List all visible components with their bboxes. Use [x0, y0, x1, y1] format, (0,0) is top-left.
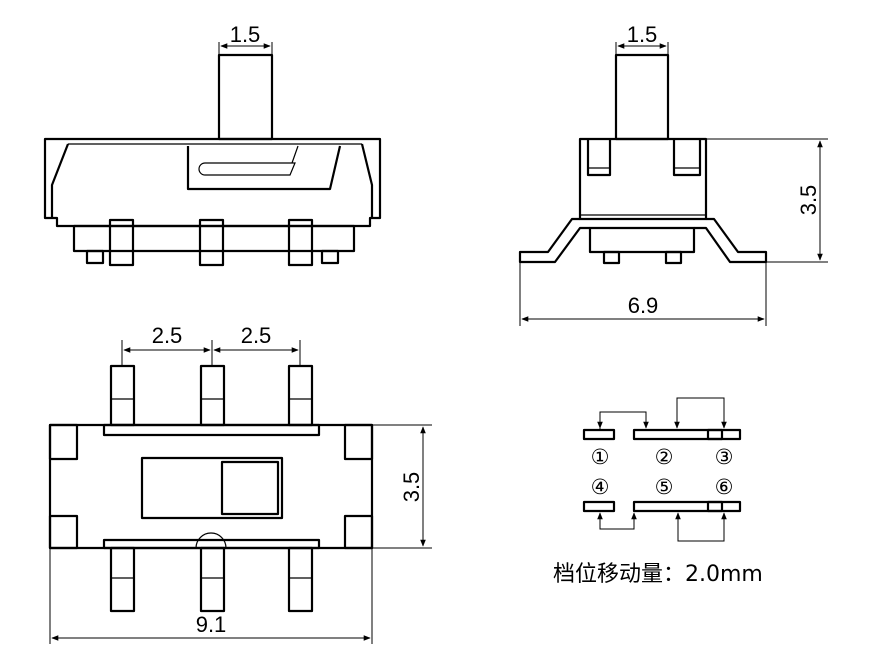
terminal-2-label: ② [655, 445, 674, 469]
front-view: 1.5 [43, 22, 382, 267]
top-height-label: 3.5 [399, 472, 424, 503]
terminal-3-label: ③ [715, 445, 734, 469]
terminal-5-label: ⑤ [655, 475, 674, 499]
front-actuator-width-label: 1.5 [230, 22, 261, 47]
circuit-diagram: ① ② ③ ④ ⑤ ⑥ 档位移动量：2.0mm [553, 397, 763, 587]
side-actuator-width-label: 1.5 [627, 22, 658, 47]
top-length-label: 9.1 [196, 612, 227, 637]
terminal-4-label: ④ [591, 475, 610, 499]
side-height-label: 3.5 [796, 185, 821, 216]
pitch-left-label: 2.5 [152, 323, 183, 348]
side-width-label: 6.9 [628, 293, 659, 318]
side-view: 1.5 3.5 6.9 [518, 22, 828, 326]
terminal-1-label: ① [591, 445, 610, 469]
travel-note: 档位移动量：2.0mm [553, 562, 763, 587]
top-view: 2.5 2.5 3.5 9.1 [48, 323, 432, 644]
pitch-right-label: 2.5 [241, 323, 272, 348]
terminal-6-label: ⑥ [715, 475, 734, 499]
